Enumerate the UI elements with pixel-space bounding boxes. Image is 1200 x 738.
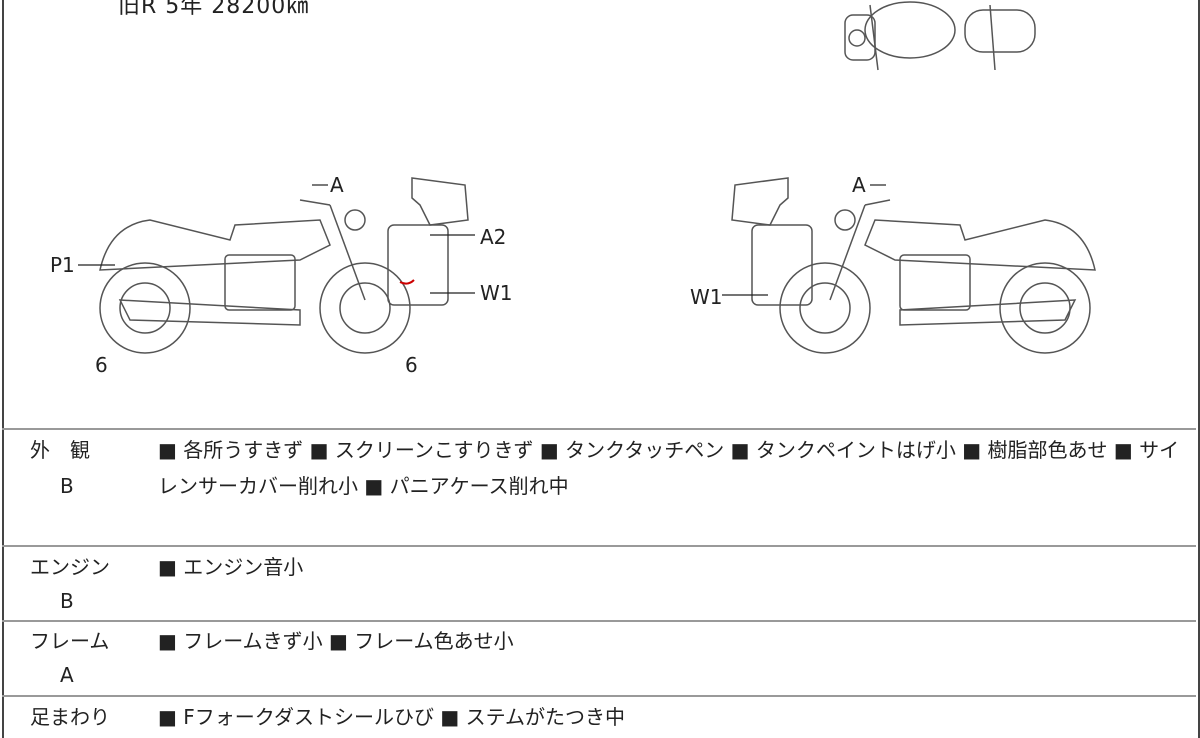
row-label: フレーム (30, 629, 110, 653)
label-a2: A2 (480, 225, 506, 249)
row-text: ■ 各所うすきず ■ スクリーンこすりきず ■ タンクタッチペン ■ タンクペイ… (158, 438, 1180, 498)
label-front-tire: 6 (95, 353, 108, 377)
damage-mark (399, 279, 415, 285)
left-side-motorcycle (99, 177, 469, 354)
row-text: ■ Fフォークダストシールひび ■ ステムがたつき中 (158, 705, 625, 729)
left-leaders (78, 184, 475, 294)
row-grade: B (60, 474, 74, 498)
damage-diagram: A A2 W1 P1 6 6 A W1 (50, 1, 1096, 377)
row-label: エンジン (30, 555, 110, 579)
row-text: ■ エンジン音小 (158, 555, 304, 579)
divider (2, 695, 1196, 697)
row-label: 外 観 (30, 438, 90, 462)
row-label: 足まわり (30, 705, 110, 729)
label-w1: W1 (480, 281, 513, 305)
right-leaders (722, 184, 886, 296)
row-text: ■ フレームきず小 ■ フレーム色あせ小 (158, 629, 514, 653)
right-side-motorcycle (731, 177, 1096, 354)
row-grade: B (60, 589, 74, 613)
label-a: A (330, 173, 344, 197)
vehicle-summary: 旧R 5年 28200㎞ (118, 0, 310, 19)
label-rear-tire: 6 (405, 353, 418, 377)
label-w1-right: W1 (690, 285, 723, 309)
row-grade: A (60, 663, 74, 687)
divider (2, 428, 1196, 430)
divider (2, 620, 1196, 622)
label-p1: P1 (50, 253, 75, 277)
top-view-motorcycle (844, 1, 1036, 71)
label-a-right: A (852, 173, 866, 197)
divider (2, 545, 1196, 547)
